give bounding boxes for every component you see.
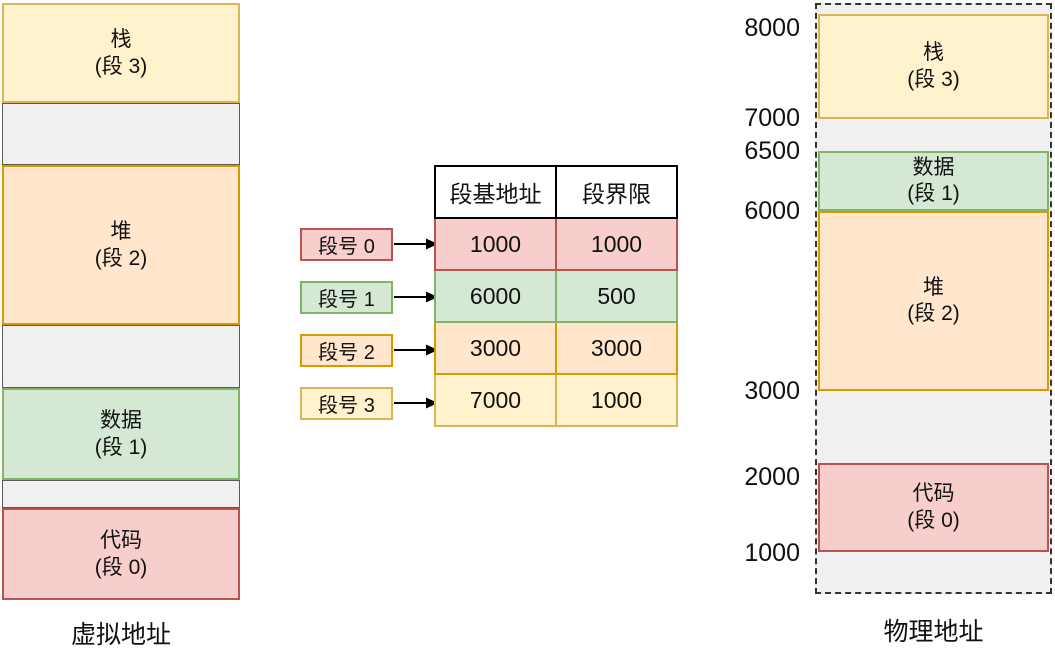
virtual-unused-gap	[2, 103, 240, 165]
virtual-address-title: 虚拟地址	[70, 621, 171, 649]
table-row-segment-1: 6000 500	[434, 269, 678, 323]
segment-name: 代码	[912, 482, 955, 506]
segment-number: (段 0)	[907, 508, 960, 532]
virtual-data-segment: 数据 (段 1)	[2, 388, 240, 480]
segment-name: 栈	[923, 41, 944, 65]
physical-memory-container: 栈 (段 3) 数据 (段 1) 堆 (段 2) 代码 (段 0)	[815, 3, 1052, 594]
virtual-unused-gap	[2, 480, 240, 508]
address-label-7000: 7000	[744, 104, 800, 132]
address-label-3000: 3000	[744, 377, 800, 405]
arrow-right-icon	[394, 344, 438, 356]
segment-name: 堆	[923, 275, 944, 299]
table-cell-base: 6000	[434, 269, 557, 323]
arrow-right-icon	[394, 397, 438, 409]
table-cell-limit: 3000	[555, 321, 678, 375]
segment-number: (段 2)	[94, 247, 148, 270]
arrow-right-icon	[394, 291, 438, 303]
segment-name: 栈	[110, 27, 132, 51]
address-label-6500: 6500	[744, 137, 800, 165]
address-label-2000: 2000	[744, 463, 800, 491]
virtual-heap-segment: 堆 (段 2)	[2, 165, 240, 325]
address-label-6000: 6000	[744, 197, 800, 225]
address-label-1000: 1000	[744, 539, 800, 567]
table-cell-base: 7000	[434, 373, 557, 427]
table-cell-base: 3000	[434, 321, 557, 375]
segment-name: 堆	[110, 219, 132, 243]
table-cell-base: 1000	[434, 217, 557, 271]
segment-name: 代码	[100, 528, 142, 552]
table-cell-limit: 500	[555, 269, 678, 323]
segment-3-tag: 段号 3	[300, 387, 393, 420]
physical-data-segment: 数据 (段 1)	[818, 151, 1049, 211]
physical-address-title: 物理地址	[883, 618, 984, 646]
table-row-segment-2: 3000 3000	[434, 321, 678, 375]
segment-1-tag: 段号 1	[300, 281, 393, 314]
physical-code-segment: 代码 (段 0)	[818, 463, 1049, 552]
table-cell-limit: 1000	[555, 217, 678, 271]
segment-table: 段基地址 段界限 1000 1000 6000 500 3000 3000 70…	[434, 165, 678, 427]
segment-number: (段 3)	[907, 67, 960, 91]
physical-stack-segment: 栈 (段 3)	[818, 14, 1049, 119]
table-header-limit: 段界限	[555, 165, 678, 219]
table-row-segment-3: 7000 1000	[434, 373, 678, 427]
segment-number: (段 2)	[907, 302, 960, 325]
segment-number: (段 1)	[907, 182, 960, 205]
segment-name: 数据	[912, 155, 955, 179]
virtual-unused-gap	[2, 325, 240, 388]
address-label-8000: 8000	[744, 14, 800, 42]
segment-2-tag: 段号 2	[300, 334, 393, 367]
segment-0-tag: 段号 0	[300, 228, 393, 261]
arrow-right-icon	[394, 238, 438, 250]
physical-heap-segment: 堆 (段 2)	[818, 211, 1049, 391]
segment-number: (段 0)	[94, 556, 148, 579]
segment-name: 数据	[100, 408, 142, 432]
table-cell-limit: 1000	[555, 373, 678, 427]
table-header-base: 段基地址	[434, 165, 557, 219]
table-row-segment-0: 1000 1000	[434, 217, 678, 271]
virtual-stack-segment: 栈 (段 3)	[2, 3, 240, 103]
virtual-code-segment: 代码 (段 0)	[2, 508, 240, 600]
segment-number: (段 1)	[94, 436, 148, 459]
segment-number: (段 3)	[94, 55, 148, 78]
table-header-row: 段基地址 段界限	[434, 165, 678, 219]
